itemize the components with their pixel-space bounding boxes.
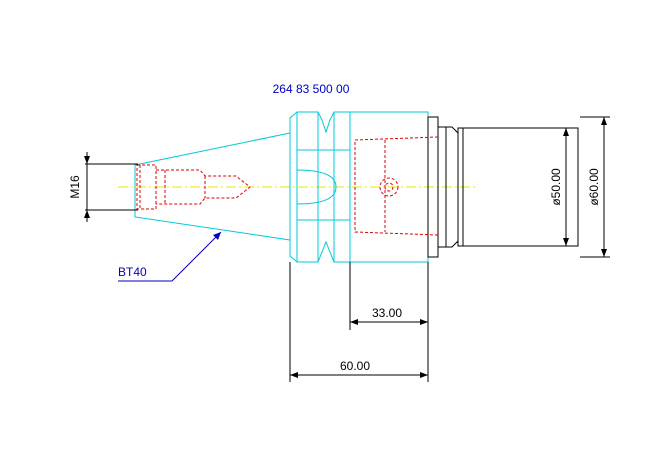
taper-leader — [118, 231, 222, 282]
dim-inner-diameter — [563, 128, 569, 246]
holder-body — [427, 116, 579, 258]
dim-thread — [84, 152, 138, 222]
hidden-features — [136, 136, 439, 236]
dim-outer-diameter — [580, 116, 610, 258]
part-number: 264 83 500 00 — [273, 82, 350, 96]
short-length-label: 33.00 — [372, 306, 402, 320]
dim-short-length — [349, 262, 429, 330]
dim-total-length — [289, 262, 429, 382]
taper-label: BT40 — [118, 265, 147, 279]
outer-diameter-label: ø60.00 — [587, 168, 601, 206]
total-length-label: 60.00 — [340, 359, 370, 373]
thread-label: M16 — [68, 175, 82, 199]
inner-diameter-label: ø50.00 — [549, 168, 563, 206]
